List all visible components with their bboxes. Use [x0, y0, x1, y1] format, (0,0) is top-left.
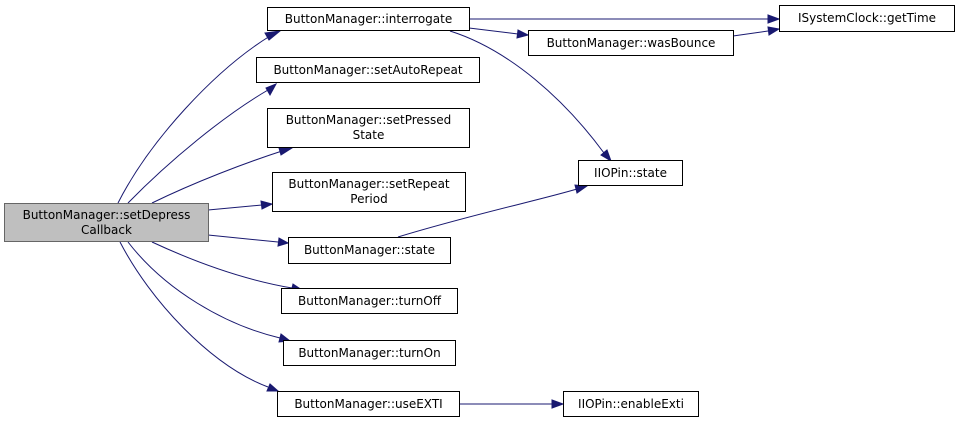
node-label: ButtonManager::useEXTI: [294, 396, 443, 411]
node-label: Callback: [81, 222, 132, 237]
edge-interrogate-to-wasbounce: [468, 27, 519, 35]
edge-setdepress-to-setautorepeat: [127, 89, 269, 204]
node-setpressedstate[interactable]: ButtonManager::setPressed State: [267, 108, 470, 148]
arrowhead: [574, 184, 589, 194]
arrowhead: [278, 147, 294, 156]
node-enableexti[interactable]: IIOPin::enableExti: [563, 391, 699, 417]
edge-setdepress-to-turnon: [127, 241, 281, 339]
node-label: ButtonManager::wasBounce: [546, 35, 716, 50]
node-label: ButtonManager::setRepeat: [288, 177, 450, 191]
node-wasbounce[interactable]: ButtonManager::wasBounce: [528, 30, 734, 56]
arrowhead: [264, 30, 282, 41]
node-label: ISystemClock::getTime: [797, 11, 937, 25]
node-gettime[interactable]: ISystemClock::getTime: [779, 5, 955, 32]
node-setrepeatperiod[interactable]: ButtonManager::setRepeat Period: [272, 172, 466, 212]
edge-setdepress-to-turnoff: [151, 241, 293, 289]
node-label: ButtonManager::turnOff: [297, 293, 442, 308]
edge-interrogate-to-iiopin-state: [449, 30, 605, 154]
arrowhead: [265, 83, 278, 97]
node-iiopin-state[interactable]: IIOPin::state: [578, 160, 683, 186]
node-label: ButtonManager::turnOn: [298, 345, 441, 360]
edge-bm-state-to-iiopin-state: [397, 188, 578, 238]
edge-setdepress-to-bm-state: [207, 234, 279, 243]
edge-setdepress-to-setrepeatperiod: [207, 204, 263, 211]
node-label: ButtonManager::state: [303, 243, 436, 257]
edge-wasbounce-to-gettime: [732, 30, 769, 37]
arrowhead: [260, 200, 274, 210]
node-useexti[interactable]: ButtonManager::useEXTI: [277, 391, 460, 417]
arrowhead: [767, 26, 781, 36]
node-setdepresscallback: ButtonManager::setDepress Callback: [4, 203, 209, 242]
edge-setdepress-to-useexti: [119, 241, 269, 388]
node-label: IIOPin::state: [594, 165, 667, 180]
arrowhead: [551, 399, 565, 409]
node-label: ButtonManager::setDepress: [22, 207, 191, 222]
edge-setdepress-to-setpressedstate: [151, 150, 283, 204]
arrowhead: [767, 14, 781, 24]
node-bm-state[interactable]: ButtonManager::state: [288, 237, 451, 264]
arrowhead: [277, 237, 290, 247]
node-label: IIOPin::enableExti: [578, 396, 684, 411]
arrowhead: [600, 149, 612, 163]
node-interrogate[interactable]: ButtonManager::interrogate: [267, 7, 470, 31]
node-label: Period: [350, 192, 388, 206]
node-label: State: [352, 128, 385, 142]
node-label: ButtonManager::interrogate: [284, 11, 453, 26]
edge-setdepress-to-interrogate: [117, 35, 271, 204]
arrowhead: [266, 383, 280, 392]
arrowhead: [516, 29, 530, 39]
node-turnoff[interactable]: ButtonManager::turnOff: [281, 288, 458, 314]
node-label: ButtonManager::setAutoRepeat: [273, 62, 463, 77]
node-label: ButtonManager::setPressed: [285, 113, 452, 127]
node-turnon[interactable]: ButtonManager::turnOn: [283, 340, 456, 366]
node-setautorepeat[interactable]: ButtonManager::setAutoRepeat: [256, 57, 480, 83]
